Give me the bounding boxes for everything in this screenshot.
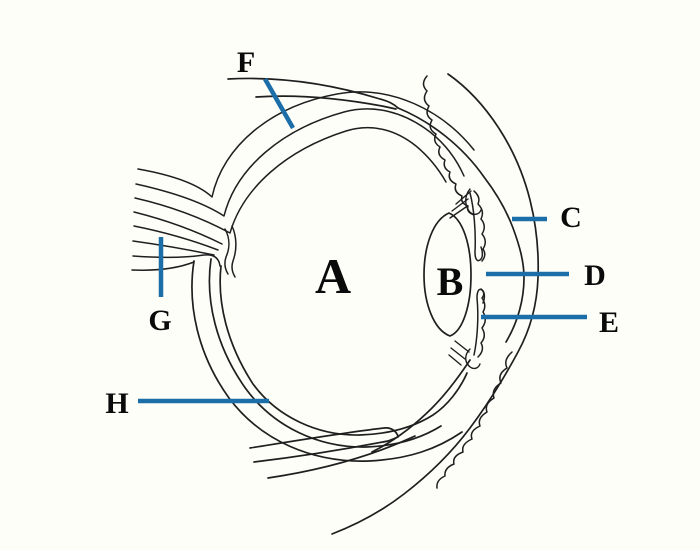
lower-lid-inner-line: [371, 359, 471, 453]
nerve-exit-pinch-1: [224, 228, 230, 275]
cornea-outer-surface: [331, 73, 540, 535]
nerve-line-2-and-choroid: [135, 108, 465, 217]
nerve-line-5: [133, 225, 219, 251]
iris-upper-inner-edge: [469, 192, 484, 262]
label-A: A: [315, 248, 351, 304]
label-E: E: [599, 306, 619, 339]
inferior-muscle-upper-edge: [249, 427, 399, 449]
ciliary-body-lower: [448, 340, 481, 370]
zonule-line: [455, 190, 472, 205]
ciliary-knob: [465, 348, 481, 370]
ciliary-body-upper: [449, 188, 482, 219]
inferior-muscle-lower-edge: [253, 436, 399, 463]
superior-muscle-upper-edge: [227, 77, 399, 109]
zonule-line: [450, 347, 466, 360]
nerve-top-and-sclera-outer: [137, 91, 475, 198]
lower-lid-wavy-edge: [436, 351, 513, 489]
label-D: D: [584, 259, 606, 292]
iris-lower-wavy-edge: [477, 288, 486, 358]
superior-muscle: [227, 77, 399, 110]
leader-lines: [138, 77, 587, 404]
label-G: G: [148, 304, 171, 337]
ciliary-knob: [465, 188, 482, 215]
nerve-line-7: [132, 254, 221, 267]
label-H: H: [105, 387, 128, 420]
cornea-inner-surface: [397, 107, 525, 343]
eye-line-art: [131, 73, 540, 535]
zonule-line: [454, 340, 470, 353]
labels: A B C D E F G H: [105, 46, 619, 420]
upper-lid-wavy-edge: [422, 75, 475, 216]
optic-nerve: [131, 91, 475, 278]
iris-upper-wavy-edge: [473, 190, 486, 262]
nerve-line-6: [132, 240, 215, 256]
nerve-exit-pinch-2: [231, 225, 237, 278]
nerve-line-3-and-retina: [134, 127, 447, 234]
retina-lower: [219, 265, 468, 436]
inferior-muscle: [249, 427, 416, 479]
sclera-lower: [191, 260, 463, 462]
nerve-line-8: [131, 261, 195, 271]
eyelid-wavy-edges: [422, 75, 513, 489]
leader-line-F: [263, 77, 295, 130]
lens-outline: [423, 212, 472, 337]
inferior-muscle-sweep: [267, 435, 416, 479]
iris: [469, 190, 486, 358]
nerve-line-4: [133, 211, 223, 245]
label-C: C: [560, 201, 582, 234]
iris-lower-inner-edge: [473, 288, 486, 356]
label-F: F: [237, 46, 255, 79]
label-B: B: [437, 259, 464, 304]
zonule-line: [449, 206, 467, 219]
zonule-line: [448, 354, 462, 366]
